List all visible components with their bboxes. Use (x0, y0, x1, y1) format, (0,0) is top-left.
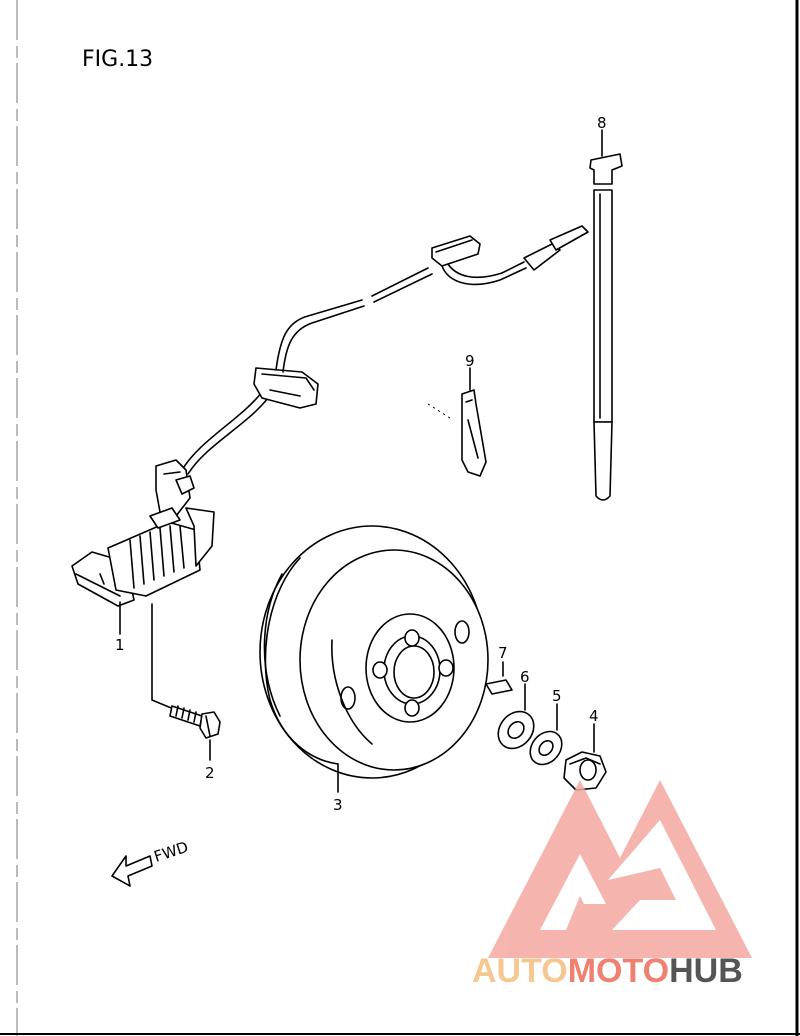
flywheel-drawing (259, 525, 489, 793)
part-label-1: 1 (115, 636, 125, 654)
fwd-label: FWD (152, 838, 191, 866)
clamp-strap-drawing (589, 129, 623, 501)
wire-connector (431, 235, 481, 267)
wire-harness (181, 225, 589, 475)
fwd-arrow (111, 855, 153, 887)
washer-drawing (497, 683, 535, 750)
part-label-7: 7 (498, 644, 508, 662)
part-label-8: 8 (597, 114, 607, 132)
part-label-3: 3 (333, 796, 343, 814)
part-label-2: 2 (205, 764, 215, 782)
watermark-logo (488, 780, 752, 958)
figure-title: FIG.13 (82, 47, 153, 72)
part-label-4: 4 (589, 707, 599, 725)
part-label-9: 9 (465, 352, 475, 370)
part-label-6: 6 (520, 668, 530, 686)
bolt-drawing (169, 705, 221, 761)
lock-washer-drawing (529, 703, 563, 766)
clip-drawing (427, 367, 487, 477)
nut-drawing (563, 723, 607, 791)
pickup-coil-drawing (71, 459, 215, 711)
part-label-5: 5 (552, 687, 562, 705)
key-drawing (485, 661, 513, 695)
watermark-text: AUTOMOTOHUB (472, 952, 743, 990)
